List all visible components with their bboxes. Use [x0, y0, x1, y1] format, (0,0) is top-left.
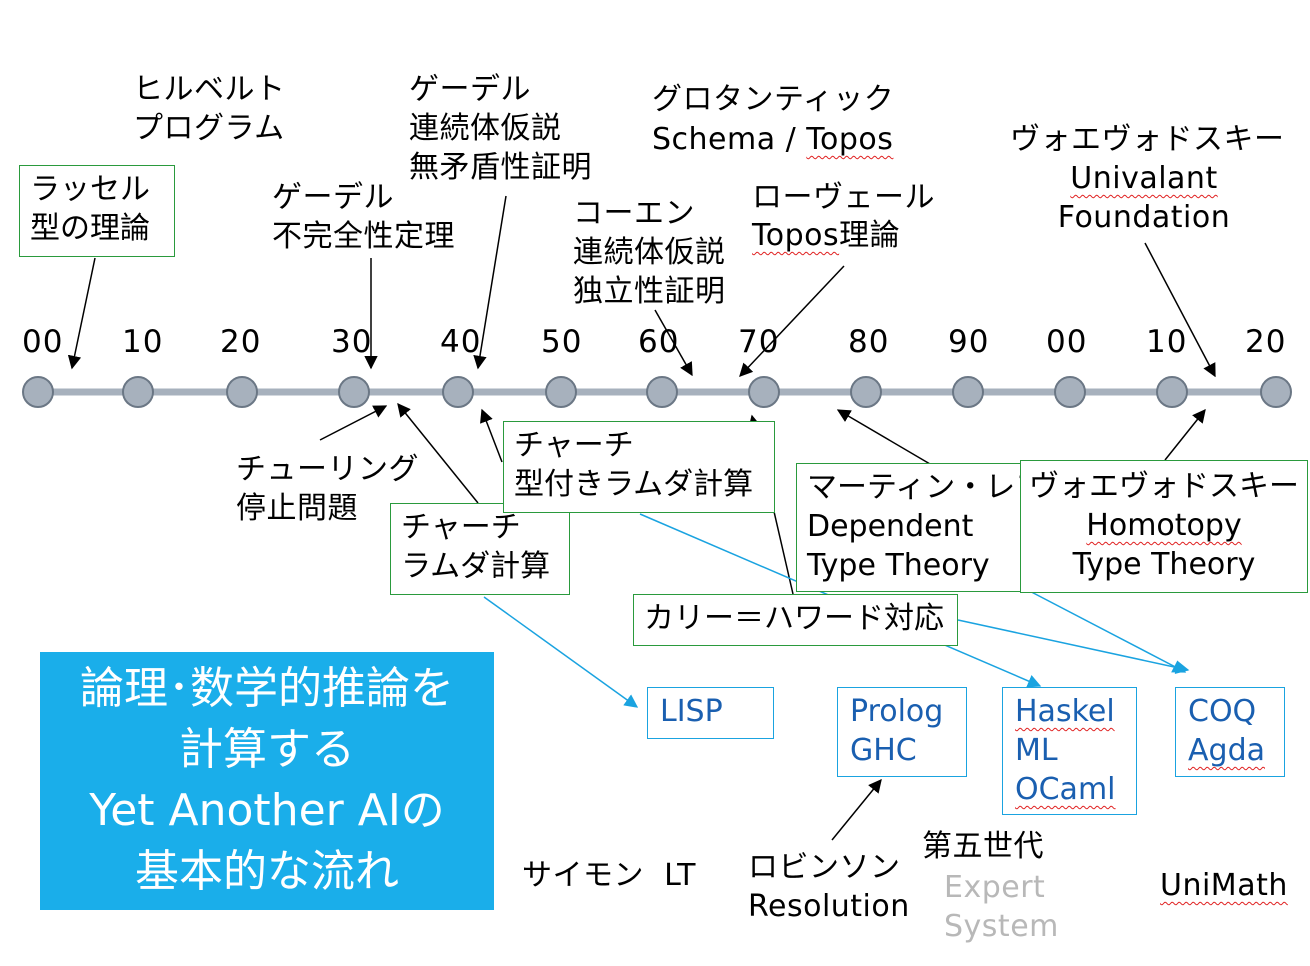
godel-incomplete-label: ゲーデル 不完全性定理: [272, 180, 455, 254]
schema-text: Schema /: [652, 122, 807, 157]
timeline-node-1: [122, 376, 154, 408]
arrow-church-lambda: [397, 402, 479, 504]
tick-label-2: 20: [220, 324, 262, 360]
prolog-box: Prolog GHC: [837, 687, 967, 777]
ocaml-text: OCaml: [1015, 772, 1116, 807]
tick-label-12: 20: [1245, 324, 1287, 360]
tick-label-9: 90: [948, 324, 990, 360]
lawvere-theory-text: 理論: [839, 218, 901, 253]
topos-text: Topos: [806, 122, 894, 157]
coq-box: COQ Agda: [1175, 687, 1285, 777]
unimath-label: UniMath: [1160, 868, 1288, 903]
fifth-generation-label: 第五世代: [922, 829, 1044, 864]
arrow-godel-continuum: [473, 195, 507, 370]
tick-label-1: 10: [122, 324, 164, 360]
arrow-curry-to-coq: [957, 619, 1190, 675]
martin-lof-box: マーティン・レフ Dependent Type Theory: [796, 463, 1045, 592]
hilbert-program-label: ヒルベルト プログラム: [133, 72, 286, 146]
cohen-label: コーエン 連続体仮説 独立性証明: [573, 196, 726, 309]
arrow-voevodsky: [1144, 242, 1216, 378]
arrow-church-typed: [480, 408, 503, 463]
ml-text: ML: [1015, 733, 1058, 768]
lawvere-label-2: Topos理論: [752, 216, 900, 255]
timeline-node-10: [1054, 376, 1086, 408]
lisp-box: LISP: [647, 687, 774, 739]
godel-continuum-label: ゲーデル 連続体仮説 無矛盾性証明: [409, 72, 592, 185]
tick-label-6: 60: [638, 324, 680, 360]
tick-label-8: 80: [848, 324, 890, 360]
timeline-nodes: [22, 376, 1292, 408]
arrow-cohen: [654, 309, 693, 377]
timeline-node-8: [850, 376, 882, 408]
timeline-node-11: [1156, 376, 1188, 408]
summary-panel: 論理･数学的推論を 計算する Yet Another AIの 基本的な流れ: [40, 652, 494, 910]
curry-howard-box: カリー＝ハワード対応: [633, 594, 958, 646]
turing-label: チューリング 停止問題: [236, 452, 419, 526]
church-typed-box: チャーチ 型付きラムダ計算: [503, 421, 775, 513]
church-lambda-box: チャーチ ラムダ計算: [390, 503, 570, 595]
timeline-node-4: [442, 376, 474, 408]
grothendieck-label-1: グロタンティック: [652, 82, 895, 117]
timeline-node-3: [338, 376, 370, 408]
arrow-hott: [1164, 408, 1206, 461]
tick-label-4: 40: [440, 324, 482, 360]
arrow-to-lisp: [483, 596, 639, 708]
timeline-node-2: [226, 376, 258, 408]
arrow-turing: [319, 405, 388, 441]
timeline-node-7: [748, 376, 780, 408]
timeline-node-6: [646, 376, 678, 408]
expert-system-label: Expert System: [944, 870, 1059, 944]
tick-label-3: 30: [331, 324, 373, 360]
tick-label-7: 70: [738, 324, 780, 360]
timeline-node-12: [1260, 376, 1292, 408]
tick-label-0: 00: [22, 324, 64, 360]
arrow-martin-to-coq: [1017, 584, 1187, 673]
haskel-text: Haskel: [1015, 694, 1115, 729]
timeline-node-5: [545, 376, 577, 408]
lawvere-label-1: ローヴェール: [752, 180, 935, 215]
coq-text: COQ: [1188, 694, 1257, 729]
simon-lt-label: サイモン LT: [522, 858, 696, 893]
voevodsky-name: ヴォエヴォドスキー: [1010, 122, 1285, 157]
timeline-node-0: [22, 376, 54, 408]
type-theory-text: Type Theory: [1072, 547, 1256, 582]
robinson-label: ロビンソン Resolution: [748, 850, 910, 924]
grothendieck-label-2: Schema / Topos: [652, 120, 893, 159]
timeline-node-9: [952, 376, 984, 408]
hott-name: ヴォエヴォドスキー: [1029, 469, 1299, 504]
arrow-martin-lof: [836, 409, 931, 465]
foundation-text: Foundation: [1057, 200, 1231, 235]
tick-label-5: 50: [541, 324, 583, 360]
tick-label-11: 10: [1146, 324, 1188, 360]
univalant-text: Univalant: [1070, 161, 1218, 196]
arrow-lawvere: [739, 265, 845, 377]
homotopy-text: Homotopy: [1086, 508, 1242, 543]
lawvere-topos-text: Topos: [752, 218, 840, 253]
russell-box: ラッセル 型の理論: [19, 165, 175, 257]
tick-label-10: 00: [1046, 324, 1088, 360]
agda-text: Agda: [1188, 733, 1265, 768]
arrow-russell: [67, 257, 96, 370]
arrow-robinson: [831, 778, 882, 841]
